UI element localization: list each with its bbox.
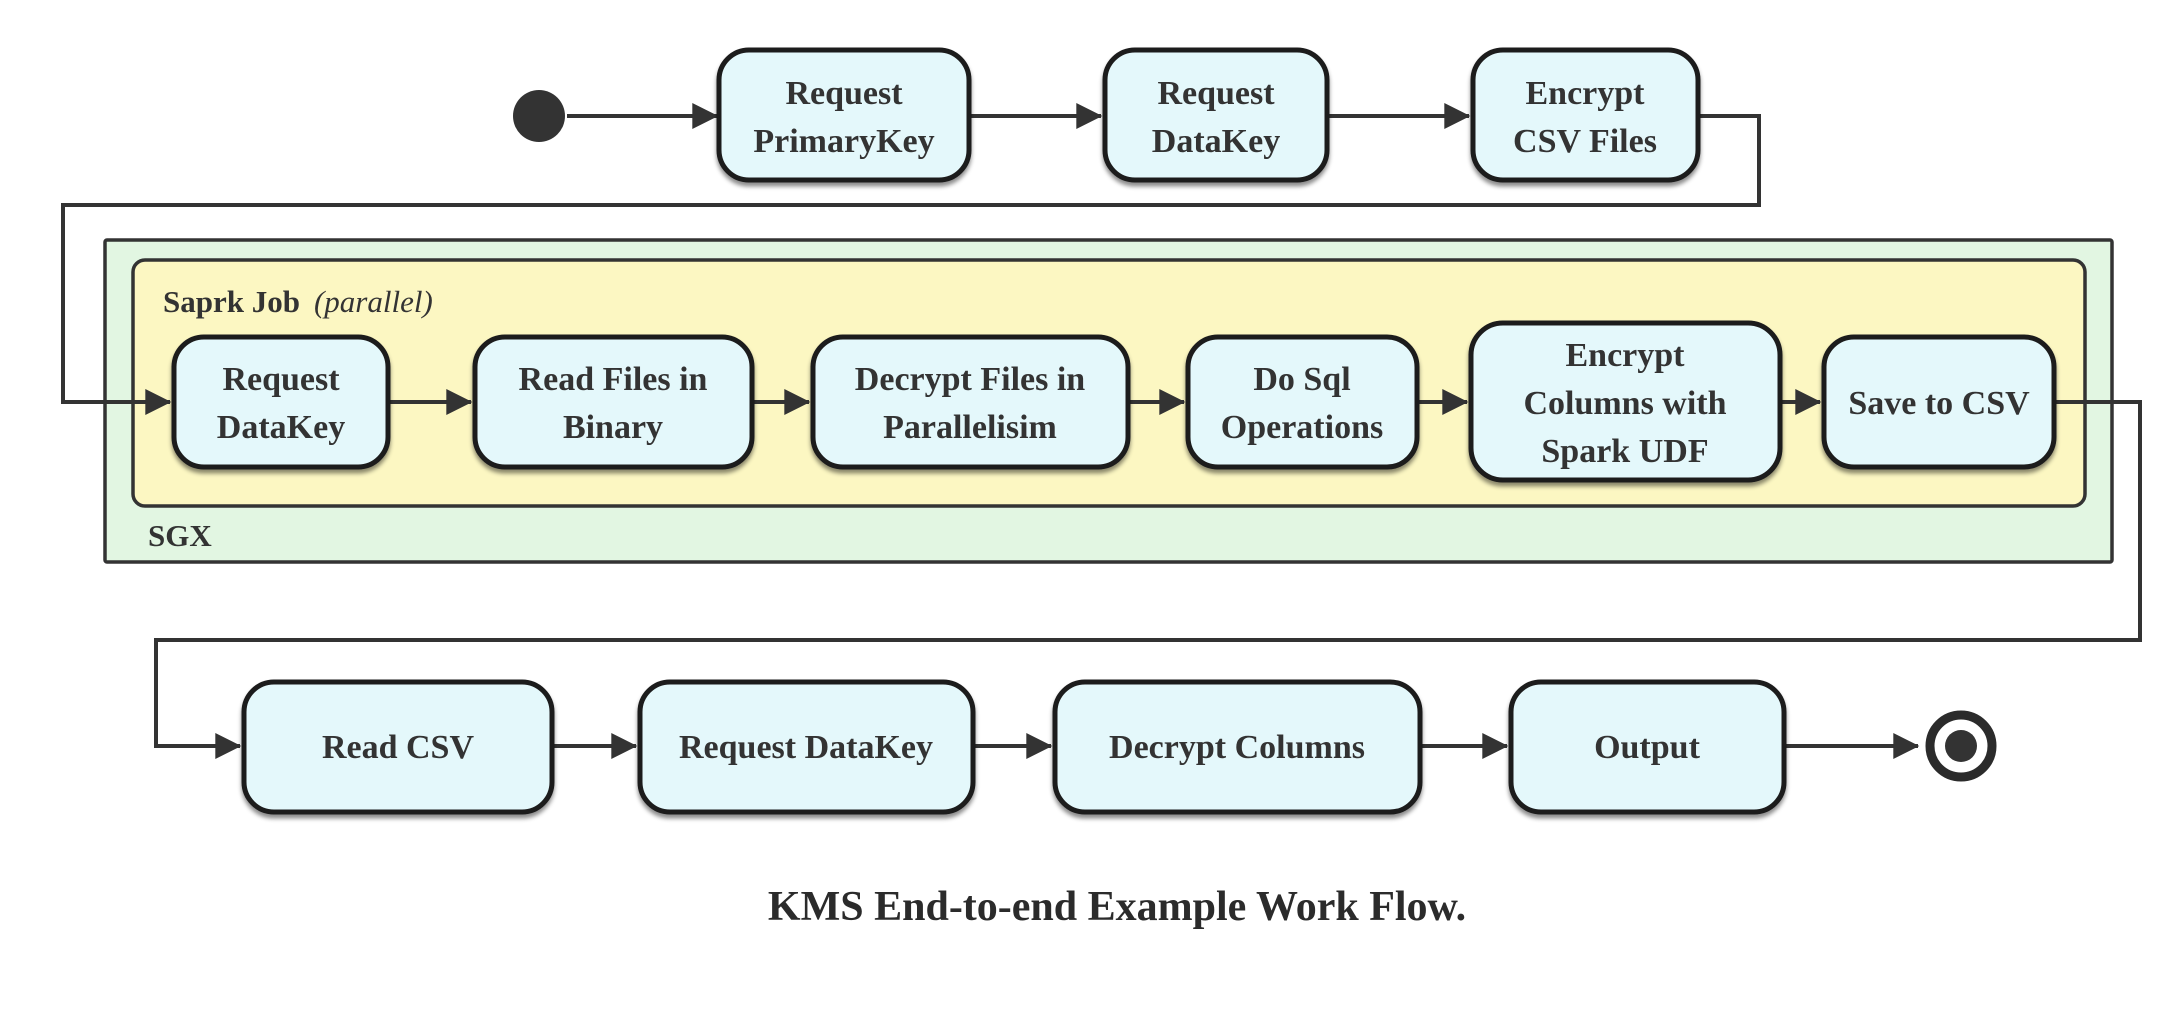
svg-text:Columns with: Columns with [1523, 385, 1726, 422]
svg-text:PrimaryKey: PrimaryKey [753, 123, 934, 160]
svg-text:Request: Request [785, 75, 903, 112]
svg-text:Binary: Binary [563, 409, 663, 446]
node-read-csv: Read CSV [241, 679, 555, 815]
node-request-datakey-top: Request DataKey [1102, 47, 1330, 183]
node-do-sql-operations: Do Sql Operations [1185, 334, 1420, 470]
svg-text:Read CSV: Read CSV [322, 729, 475, 766]
svg-text:Parallelisim: Parallelisim [883, 409, 1057, 446]
end-state-icon [1925, 710, 1997, 782]
svg-text:CSV Files: CSV Files [1513, 123, 1657, 160]
spark-job-title: Saprk Job [163, 284, 300, 319]
start-state-icon [513, 90, 565, 142]
spark-job-qualifier: (parallel) [314, 284, 433, 319]
svg-text:Output: Output [1594, 729, 1700, 766]
node-encrypt-csv-files: Encrypt CSV Files [1470, 47, 1701, 183]
arrow-encrypt-csv-files-to-sgx-request-datakey [61, 114, 1761, 415]
svg-text:Encrypt: Encrypt [1526, 75, 1646, 112]
svg-text:Save to CSV: Save to CSV [1848, 385, 2030, 422]
spark-job-label: Saprk Job (parallel) [163, 284, 433, 319]
svg-text:DataKey: DataKey [217, 409, 345, 446]
node-read-files-in-binary: Read Files in Binary [472, 334, 755, 470]
svg-text:Request: Request [1157, 75, 1275, 112]
node-request-datakey-bottom: Request DataKey [637, 679, 976, 815]
svg-text:Request: Request [222, 361, 340, 398]
svg-text:Decrypt Files in: Decrypt Files in [855, 361, 1085, 398]
node-request-datakey-sgx: Request DataKey [171, 334, 391, 470]
svg-text:Request DataKey: Request DataKey [679, 729, 933, 766]
diagram-caption: KMS End-to-end Example Work Flow. [768, 884, 1466, 930]
node-output: Output [1508, 679, 1787, 815]
svg-text:Operations: Operations [1221, 409, 1383, 446]
svg-text:DataKey: DataKey [1152, 123, 1280, 160]
svg-text:Decrypt Columns: Decrypt Columns [1109, 729, 1365, 766]
arrow-save-to-csv-to-read-csv [154, 400, 2142, 759]
svg-text:Encrypt: Encrypt [1566, 337, 1686, 374]
node-decrypt-files-in-parallelisim: Decrypt Files in Parallelisim [810, 334, 1131, 470]
sgx-label: SGX [148, 518, 212, 553]
svg-text:Do Sql: Do Sql [1253, 361, 1350, 398]
node-request-primarykey: Request PrimaryKey [716, 47, 972, 183]
node-decrypt-columns: Decrypt Columns [1052, 679, 1423, 815]
svg-text:Read Files in: Read Files in [519, 361, 708, 398]
node-encrypt-columns-with-spark-udf: Encrypt Columns with Spark UDF [1468, 320, 1783, 483]
node-save-to-csv: Save to CSV [1821, 334, 2057, 470]
svg-text:Spark UDF: Spark UDF [1541, 433, 1708, 470]
